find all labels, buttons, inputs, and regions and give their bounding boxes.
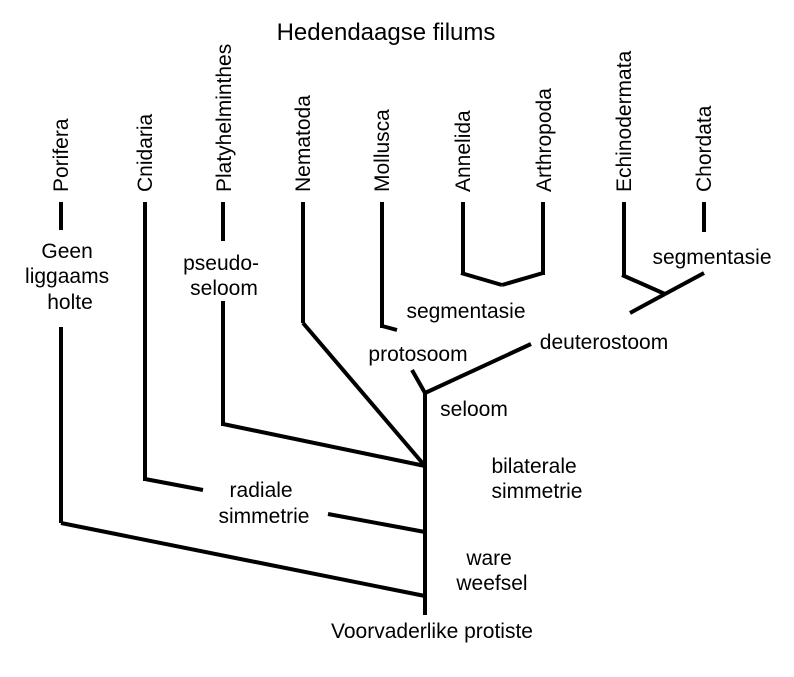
trait-label-segmentation-chordata: segmentasie	[652, 246, 771, 269]
arthropoda-join-line	[501, 271, 544, 287]
deuterostome-branch-lower	[424, 342, 532, 395]
cnidaria-branch-line-left	[144, 477, 204, 492]
trait-label-radial-symmetry: radiale simmetrie	[218, 479, 309, 528]
trait-label-no-body-cavity: Geen liggaams holte	[25, 240, 115, 314]
root-label: Voorvaderlike protiste	[331, 620, 533, 643]
protostome-branch-lower	[410, 369, 427, 394]
diagram-title: Hedendaagse filums	[277, 19, 496, 46]
phylum-label-chordata: Chordata	[693, 105, 716, 192]
trait-label-coelom: seloom	[440, 398, 508, 421]
phylum-label-cnidaria: Cnidaria	[134, 113, 157, 192]
tree-branches	[59, 202, 706, 615]
phylum-label-mollusca: Mollusca	[371, 109, 394, 192]
phylum-label-echinodermata: Echinodermata	[613, 50, 636, 192]
porifera-branch-line	[60, 521, 426, 598]
protostome-branch-upper	[381, 324, 398, 332]
annelida-join-line	[460, 271, 503, 287]
phylum-label-annelida: Annelida	[452, 110, 475, 192]
echinodermata-join-line	[621, 273, 666, 296]
cnidaria-branch-line-right	[327, 512, 426, 534]
platyhelminthes-branch-line	[222, 422, 426, 468]
trait-label-pseudocoelom: pseudo- seloom	[183, 252, 265, 300]
trait-label-protostome: protosoom	[368, 343, 467, 366]
trait-label-segmentation-annelida-arthropoda: segmentasie	[406, 300, 525, 323]
phylum-label-porifera: Porifera	[50, 118, 73, 192]
phylum-label-nematoda: Nematoda	[292, 95, 315, 192]
phylum-label-platyhelminthes: Platyhelminthes	[213, 44, 236, 192]
trait-label-true-tissues: ware weefsel	[455, 547, 527, 595]
chordata-join-line	[664, 271, 705, 296]
trait-label-deuterostome: deuterostoom	[540, 331, 668, 354]
trait-label-bilateral-symmetry: bilaterale simmetrie	[491, 455, 582, 503]
nematoda-branch-line	[301, 321, 427, 468]
deuterostome-branch-upper	[629, 292, 666, 315]
phylum-label-arthropoda: Arthropoda	[533, 88, 556, 192]
